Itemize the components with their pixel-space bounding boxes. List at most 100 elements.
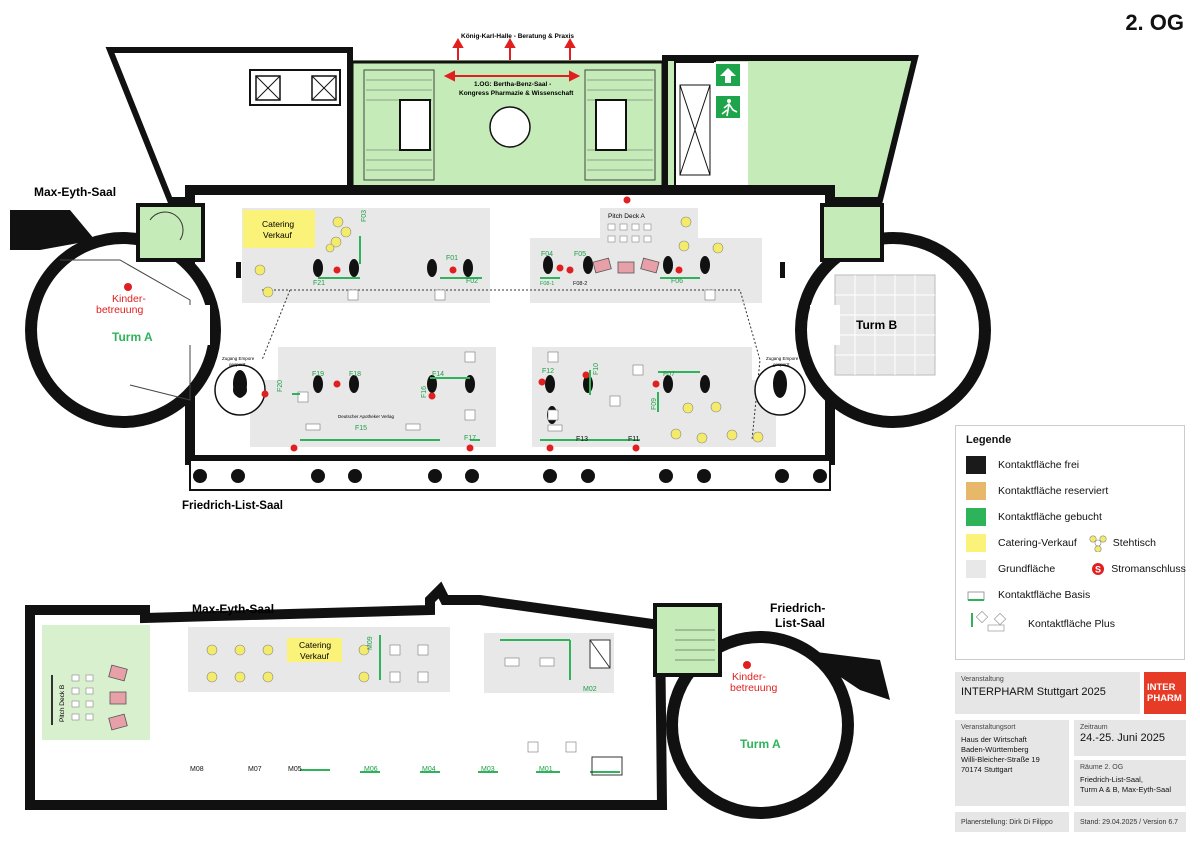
booth-F06[interactable]: F06	[671, 278, 683, 285]
stromanschluss-icon: S	[1092, 563, 1105, 575]
booth-F13[interactable]: F13	[576, 436, 588, 443]
booth-M08[interactable]: M08	[190, 766, 204, 773]
legend-label-stromanschluss: Stromanschluss	[1111, 563, 1186, 575]
label-kinderbetreuung-2: betreuung	[96, 304, 143, 316]
legend-swatch-reserviert	[966, 482, 986, 500]
booth-M06[interactable]: M06	[364, 766, 378, 773]
booth-M04[interactable]: M04	[422, 766, 436, 773]
logo-line-2: PHARM	[1147, 693, 1182, 704]
label-dav: Deutscher Apotheker Verlag	[338, 414, 395, 419]
booth-F08-1[interactable]: F08-1	[540, 281, 554, 287]
booth-F21[interactable]: F21	[313, 280, 325, 287]
area-sw	[278, 347, 496, 447]
zeitraum-label: Zeitraum	[1080, 724, 1108, 731]
legend-swatch-catering	[966, 534, 986, 552]
label-kinderbetreuung-bottom-1: Kinder-	[732, 671, 766, 683]
label-og1-line2: Kongress Pharmazie & Wissenschaft	[459, 90, 574, 97]
booth-M07[interactable]: M07	[248, 766, 262, 773]
legend-item-basis: Kontaktfläche Basis	[966, 582, 1174, 608]
booth-F19[interactable]: F19	[312, 371, 324, 378]
stehtische-top	[254, 216, 764, 444]
bottom-plan: Max-Eyth-Saal Friedrich- List-Saal Turm …	[25, 581, 890, 819]
ort-line-3: Willi-Bleicher-Straße 19	[961, 755, 1040, 764]
label-zugang-right-2: gesperrt	[773, 362, 790, 367]
legend-label-stehtisch: Stehtisch	[1112, 537, 1156, 549]
legend-label-plus: Kontaktfläche Plus	[1028, 618, 1115, 630]
ort-label: Veranstaltungsort	[961, 724, 1016, 731]
booth-F08-2[interactable]: F08-2	[573, 281, 587, 287]
turm-a-top	[25, 232, 221, 428]
label-turm-a-top: Turm A	[112, 330, 153, 344]
legend-label-basis: Kontaktfläche Basis	[998, 589, 1091, 601]
catering-area-bottom	[287, 638, 342, 662]
booth-lines-bottom	[300, 635, 620, 773]
interpharm-logo: INTER PHARM	[1144, 672, 1186, 714]
legend-swatch-grundflaeche	[966, 560, 986, 578]
booth-M02[interactable]: M02	[583, 686, 597, 693]
label-zugang-left-1: Zugang Empore	[222, 356, 255, 361]
legend-label-reserviert: Kontaktfläche reserviert	[998, 485, 1109, 497]
raeume-line-1: Friedrich-List-Saal,	[1080, 775, 1143, 784]
booth-F10[interactable]: F10	[593, 363, 600, 375]
label-friedrich-bottom-1: Friedrich-	[770, 601, 825, 615]
booth-F17[interactable]: F17	[464, 435, 476, 442]
contact-areas-free	[236, 256, 785, 424]
booth-F05[interactable]: F05	[574, 251, 586, 258]
pitch-deck-b-area	[42, 625, 150, 740]
booth-F20[interactable]: F20	[277, 380, 284, 392]
stehtisch-icon	[1089, 535, 1107, 552]
booth-F14[interactable]: F14	[432, 371, 444, 378]
booth-F04[interactable]: F04	[541, 251, 553, 258]
booth-F15[interactable]: F15	[355, 425, 367, 432]
label-koenig-karl-halle: König-Karl-Halle - Beratung & Praxis	[461, 33, 574, 40]
booth-F18[interactable]: F18	[349, 371, 361, 378]
label-kinderbetreuung-1: Kinder-	[112, 293, 146, 305]
veranstaltung-value: INTERPHARM Stuttgart 2025	[961, 686, 1106, 698]
label-catering-bottom-2: Verkauf	[300, 651, 329, 661]
legend-title: Legende	[966, 434, 1012, 446]
booth-F09[interactable]: F09	[651, 398, 658, 410]
booth-M09[interactable]: M09	[367, 636, 374, 650]
planerstellung: Planerstellung: Dirk Di Filippo	[955, 812, 1069, 832]
title-veranstaltung: Veranstaltung INTERPHARM Stuttgart 2025	[955, 672, 1140, 714]
legend-item-frei: Kontaktfläche frei	[966, 452, 1174, 478]
raeume-line-2: Turm A & B, Max-Eyth-Saal	[1080, 785, 1171, 794]
plus-icon	[971, 611, 1007, 632]
label-og1-line1: 1.OG: Bertha-Benz-Saal -	[474, 81, 551, 88]
label-kinderbetreuung-bottom-2: betreuung	[730, 682, 777, 694]
title-zeitraum: Zeitraum 24.-25. Juni 2025	[1074, 720, 1186, 756]
zeitraum-value: 24.-25. Juni 2025	[1080, 732, 1166, 744]
booth-F12[interactable]: F12	[542, 368, 554, 375]
booth-F02[interactable]: F02	[466, 278, 478, 285]
legend-label-grundflaeche: Grundfläche	[998, 563, 1056, 575]
floor-label: 2. OG	[1125, 10, 1184, 35]
legend-item-plus: Kontaktfläche Plus	[966, 608, 1174, 640]
label-pitch-deck-b: Pitch Deck B	[59, 685, 66, 722]
booth-F01[interactable]: F01	[446, 255, 458, 262]
booth-F07[interactable]: F07	[663, 371, 675, 378]
booth-M05[interactable]: M05	[288, 766, 302, 773]
ort-line-2: Baden-Württemberg	[961, 745, 1029, 754]
label-catering-bottom-1: Catering	[299, 640, 331, 650]
booth-F11[interactable]: F11	[628, 436, 640, 443]
booth-M01[interactable]: M01	[539, 766, 553, 773]
label-max-eyth-saal-top: Max-Eyth-Saal	[34, 185, 116, 199]
stromanschluss-top	[261, 196, 683, 452]
raeume-label: Räume 2. OG	[1080, 764, 1124, 771]
area-se	[532, 347, 752, 447]
logo-line-1: INTER	[1147, 682, 1176, 693]
label-pitch-deck-a: Pitch Deck A	[608, 213, 646, 220]
booth-F03[interactable]: F03	[361, 210, 368, 222]
catering-area-top	[243, 210, 315, 248]
booth-M03[interactable]: M03	[481, 766, 495, 773]
legend-label-catering: Catering-Verkauf	[998, 537, 1077, 549]
legend-item-reserviert: Kontaktfläche reserviert	[966, 478, 1174, 504]
booth-F16[interactable]: F16	[421, 386, 428, 398]
legend-label-gebucht: Kontaktfläche gebucht	[998, 511, 1102, 523]
svg-text:S: S	[1095, 565, 1101, 575]
legend-item-gebucht: Kontaktfläche gebucht	[966, 504, 1174, 530]
turm-a-bottom	[666, 631, 854, 819]
kinderbetreuung-marker-top	[124, 283, 132, 291]
title-raeume: Räume 2. OG Friedrich-List-Saal, Turm A …	[1074, 760, 1186, 806]
